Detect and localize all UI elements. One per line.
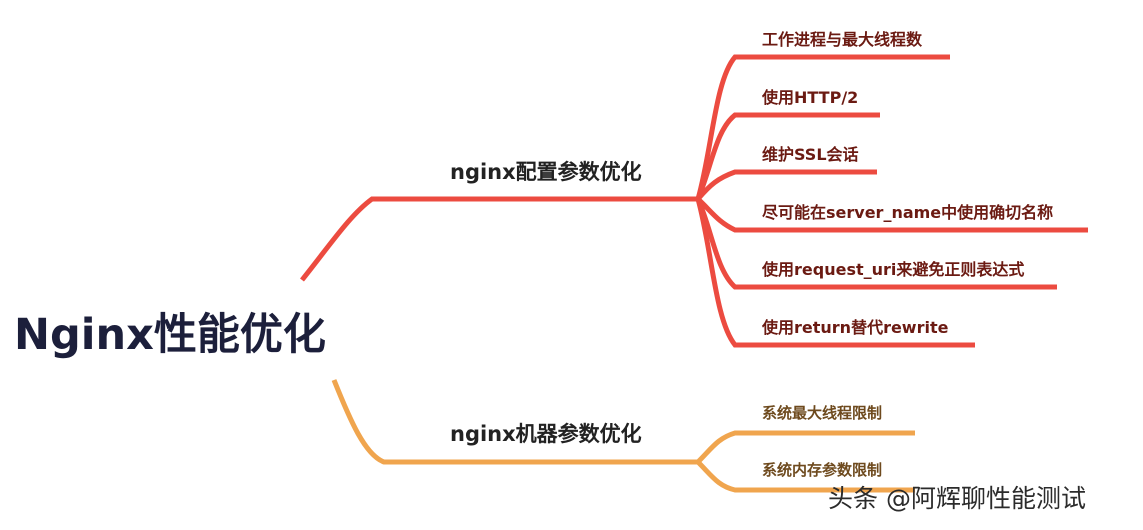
leaf-max-threads: 系统最大线程限制: [762, 404, 883, 422]
watermark: 头条 @阿辉聊性能测试: [828, 484, 1086, 513]
leaf-http2: 使用HTTP/2: [762, 88, 859, 107]
connector-machine-leaf-1: [696, 430, 915, 464]
connector-root-to-config: [300, 196, 700, 282]
leaf-workers-threads: 工作进程与最大线程数: [762, 30, 923, 49]
leaf-return-rewrite: 使用return替代rewrite: [762, 318, 949, 337]
root-topic: Nginx性能优化: [14, 310, 326, 360]
leaf-memory-params: 系统内存参数限制: [762, 461, 883, 479]
leaf-server-name: 尽可能在server_name中使用确切名称: [762, 203, 1054, 222]
connector-machine-leaf-2: [696, 460, 915, 493]
connector-config-leaf-1: [695, 54, 950, 200]
connector-config-leaf-6: [695, 198, 975, 348]
connector-root-to-machine: [331, 379, 700, 465]
branch-machine-label: nginx机器参数优化: [450, 422, 642, 446]
leaf-ssl-session: 维护SSL会话: [762, 145, 859, 164]
leaf-request-uri: 使用request_uri来避免正则表达式: [762, 260, 1025, 279]
connector-config-leaf-3: [696, 169, 877, 201]
branch-config-label: nginx配置参数优化: [450, 160, 642, 184]
connector-config-leaf-2: [695, 112, 880, 200]
